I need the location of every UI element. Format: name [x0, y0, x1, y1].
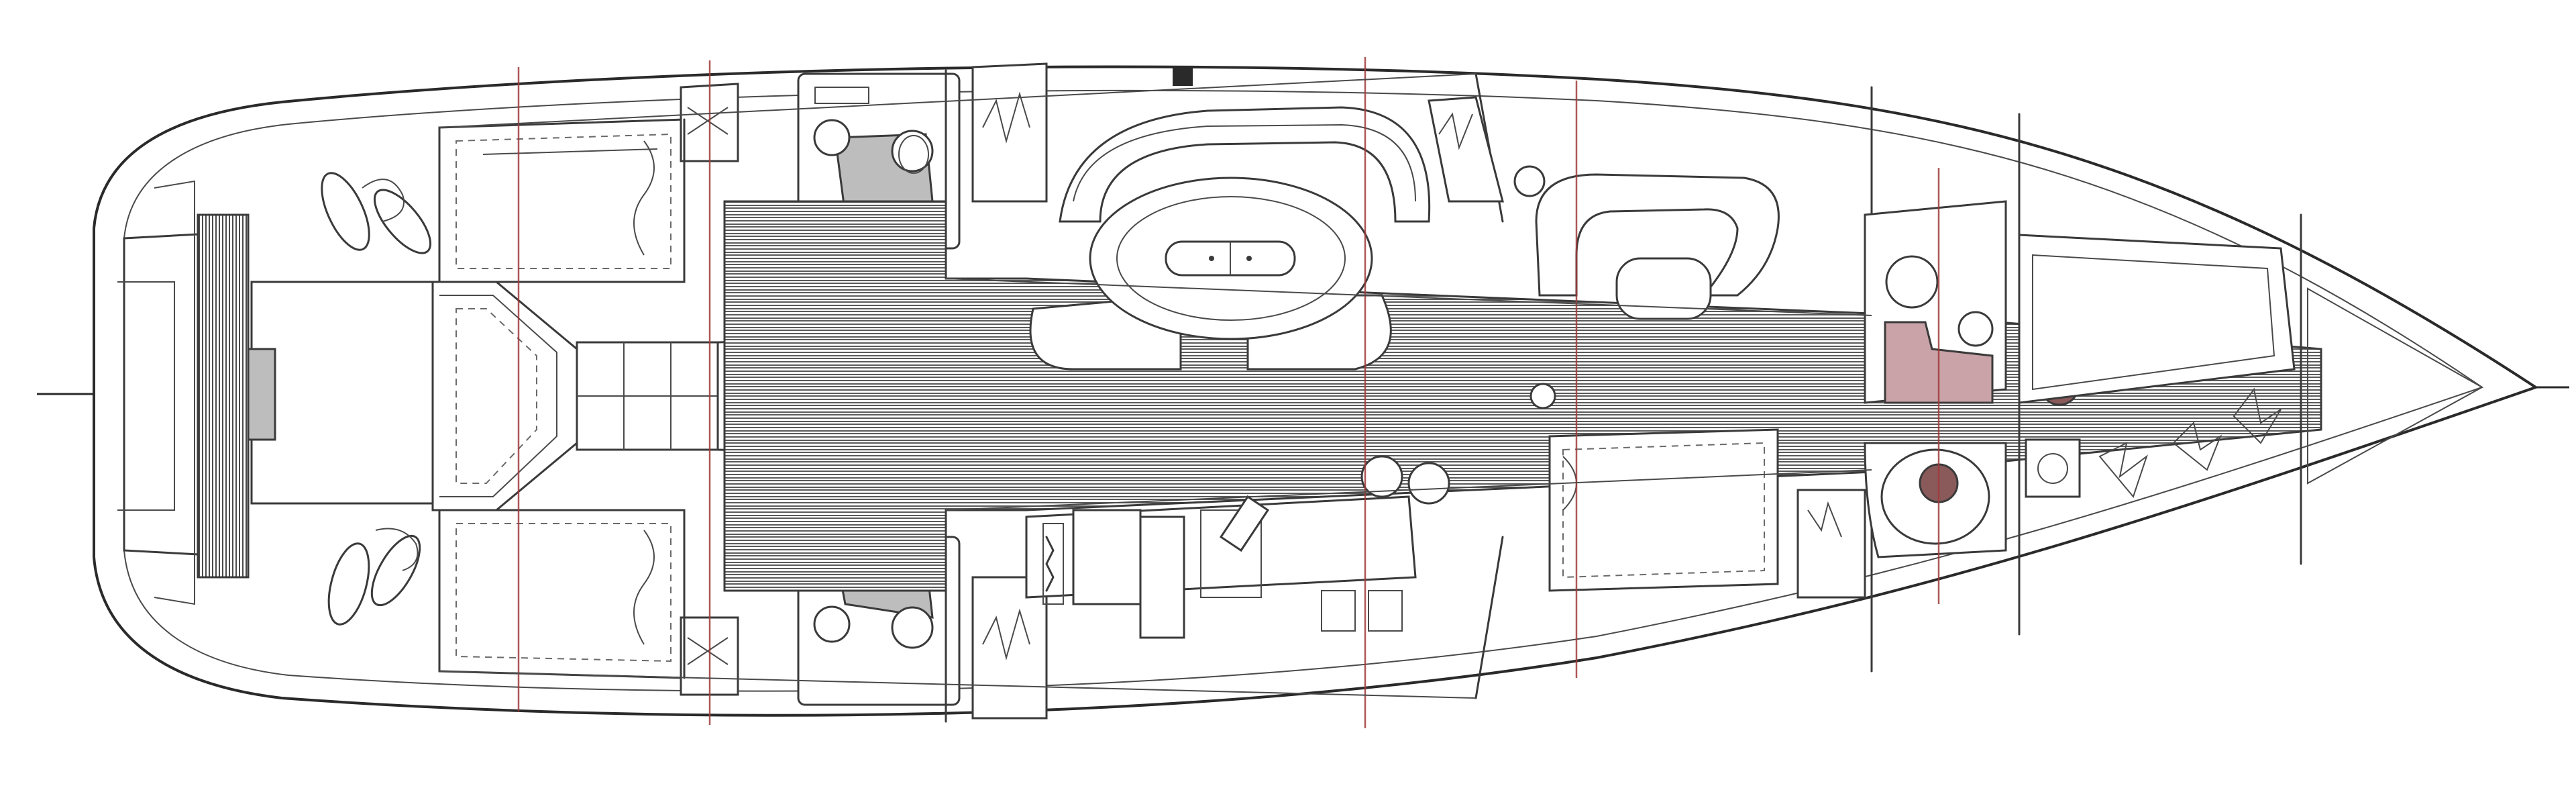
starboard-settee: [1025, 495, 1417, 639]
fender-icon: [321, 172, 432, 626]
winch-icon: [1360, 165, 1556, 505]
deck-lines: [439, 73, 1872, 699]
galley: [971, 62, 1048, 720]
stern-platform: [117, 180, 434, 605]
forward-dinette: [1428, 96, 1780, 320]
steering-icon: [1042, 523, 1064, 605]
forward-locker: [2018, 234, 2296, 498]
bulkheads: [683, 69, 2302, 723]
hatch-icon: [1173, 67, 1193, 86]
aft-cabin-port: [438, 118, 686, 283]
aft-cabin-starboard: [438, 509, 686, 679]
saloon-table: [1089, 177, 1373, 340]
forward-cabin-berth: [1548, 428, 1866, 599]
station-lines: [517, 57, 1940, 728]
forward-head: [1864, 200, 2007, 558]
bow-locker: [2098, 287, 2484, 499]
